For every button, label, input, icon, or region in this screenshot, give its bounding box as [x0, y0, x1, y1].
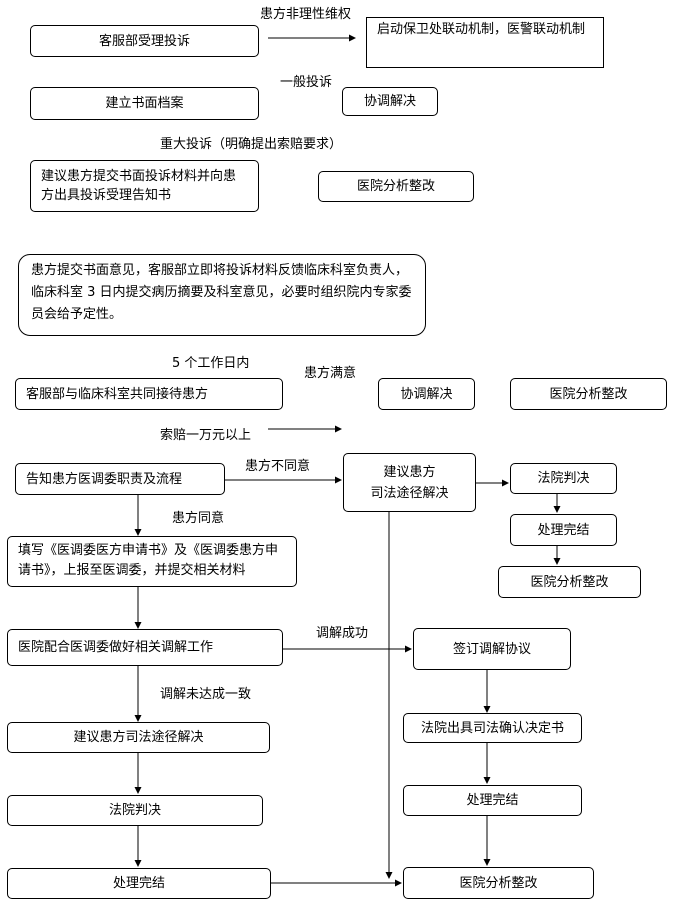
- box-court-1-text: 法院判决: [537, 471, 590, 486]
- arrowhead-done1-analysis3: [553, 558, 561, 565]
- arrowhead-irrational: [349, 34, 356, 42]
- box-sign-agreement: 签订调解协议: [413, 628, 571, 670]
- arrowhead-to-court-1: [502, 479, 509, 487]
- arrowhead-suggest-court2: [134, 787, 142, 794]
- arrowhead-over-10k: [335, 425, 342, 433]
- box-written-file: 建立书面档案: [30, 87, 259, 120]
- label-failed: 调解未达成一致: [160, 687, 252, 702]
- box-court-1: 法院判决: [510, 463, 617, 494]
- box-done-1-text: 处理完结: [537, 522, 590, 538]
- box-analysis-3-text: 医院分析整改: [530, 574, 609, 590]
- arrowhead-confirm-done2: [483, 777, 491, 784]
- box-suggest-materials-text: 建议患方提交书面投诉材料并向患方出具投诉受理告知书: [41, 169, 237, 203]
- box-court-confirm: 法院出具司法确认决定书: [403, 713, 582, 743]
- box-analysis-2: 医院分析整改: [510, 378, 667, 410]
- arrowhead-fill-cooperate: [134, 622, 142, 629]
- box-analysis-1-text: 医院分析整改: [356, 179, 435, 194]
- box-analysis-final-text: 医院分析整改: [459, 875, 538, 891]
- box-cooperate-text: 医院配合医调委做好相关调解工作: [18, 640, 214, 655]
- box-coordinate-1-text: 协调解决: [363, 94, 416, 109]
- box-coordinate-2: 协调解决: [378, 378, 475, 410]
- label-general: 一般投诉: [280, 75, 333, 90]
- box-court-confirm-text: 法院出具司法确认决定书: [420, 720, 564, 736]
- box-feedback-text: 患方提交书面意见，客服部立即将投诉材料反馈临床科室负责人，临床科室 3 日内提交…: [31, 263, 412, 322]
- arrowhead-inform-fill: [134, 529, 142, 536]
- box-suggest-judicial-1: 建议患方 司法途径解决: [343, 453, 476, 512]
- label-over-10k: 索赔一万元以上: [160, 428, 252, 443]
- box-done-2: 处理完结: [403, 785, 582, 816]
- box-analysis-2-text: 医院分析整改: [549, 386, 628, 402]
- box-coordinate-1: 协调解决: [342, 87, 438, 116]
- label-irrational: 患方非理性维权: [260, 7, 352, 22]
- arrowhead-judicial-final: [385, 872, 393, 879]
- box-joint-reception-text: 客服部与临床科室共同接待患方: [26, 386, 209, 402]
- box-kefu-accept: 客服部受理投诉: [30, 25, 259, 57]
- arrowhead-court2-done3: [134, 860, 142, 867]
- arrowhead-success: [405, 645, 412, 653]
- arrowhead-sign-confirm: [483, 706, 491, 713]
- label-major: 重大投诉（明确提出索赔要求）: [160, 137, 343, 152]
- box-analysis-3: 医院分析整改: [498, 566, 641, 598]
- box-written-file-text: 建立书面档案: [105, 96, 184, 111]
- box-joint-reception: 客服部与临床科室共同接待患方: [15, 378, 283, 410]
- box-court-2-text: 法院判决: [108, 803, 161, 818]
- box-done-3: 处理完结: [7, 868, 271, 899]
- label-satisfied: 患方满意: [304, 366, 357, 381]
- box-suggest-judicial-2: 建议患方司法途径解决: [7, 722, 270, 753]
- label-five-days: 5 个工作日内: [172, 356, 250, 371]
- box-suggest-materials: 建议患方提交书面投诉材料并向患方出具投诉受理告知书: [30, 160, 259, 212]
- box-cooperate: 医院配合医调委做好相关调解工作: [7, 629, 283, 666]
- arrowhead-done3-final: [395, 879, 402, 887]
- box-inform-committee: 告知患方医调委职责及流程: [15, 463, 225, 495]
- box-suggest-judicial-2-text: 建议患方司法途径解决: [73, 730, 204, 745]
- arrowhead-disagree: [335, 476, 342, 484]
- box-coordinate-2-text: 协调解决: [400, 386, 453, 402]
- box-security-police: 启动保卫处联动机制，医警联动机制: [366, 17, 604, 68]
- box-inform-committee-text: 告知患方医调委职责及流程: [26, 471, 183, 487]
- box-security-police-text: 启动保卫处联动机制，医警联动机制: [377, 22, 586, 37]
- box-analysis-final: 医院分析整改: [403, 867, 594, 899]
- box-kefu-accept-text: 客服部受理投诉: [98, 33, 190, 49]
- arrowhead-cooperate-suggest: [134, 715, 142, 722]
- box-done-3-text: 处理完结: [112, 876, 165, 891]
- box-feedback: 患方提交书面意见，客服部立即将投诉材料反馈临床科室负责人，临床科室 3 日内提交…: [18, 254, 426, 336]
- label-disagree: 患方不同意: [245, 459, 311, 474]
- box-fill-forms-text: 填写《医调委医方申请书》及《医调委患方申请书》，上报至医调委，并提交相关材料: [18, 543, 279, 578]
- box-sign-agreement-text: 签订调解协议: [452, 641, 531, 657]
- arrowhead-done2-final: [483, 859, 491, 866]
- arrowhead-court1-done1: [553, 506, 561, 513]
- box-done-1: 处理完结: [510, 514, 617, 546]
- box-fill-forms: 填写《医调委医方申请书》及《医调委患方申请书》，上报至医调委，并提交相关材料: [7, 536, 297, 587]
- box-analysis-1: 医院分析整改: [318, 171, 474, 202]
- box-court-2: 法院判决: [7, 795, 263, 826]
- label-agree: 患方同意: [172, 511, 225, 526]
- box-done-2-text: 处理完结: [466, 793, 519, 808]
- label-success: 调解成功: [316, 626, 369, 641]
- box-suggest-judicial-1-text: 建议患方 司法途径解决: [370, 464, 449, 501]
